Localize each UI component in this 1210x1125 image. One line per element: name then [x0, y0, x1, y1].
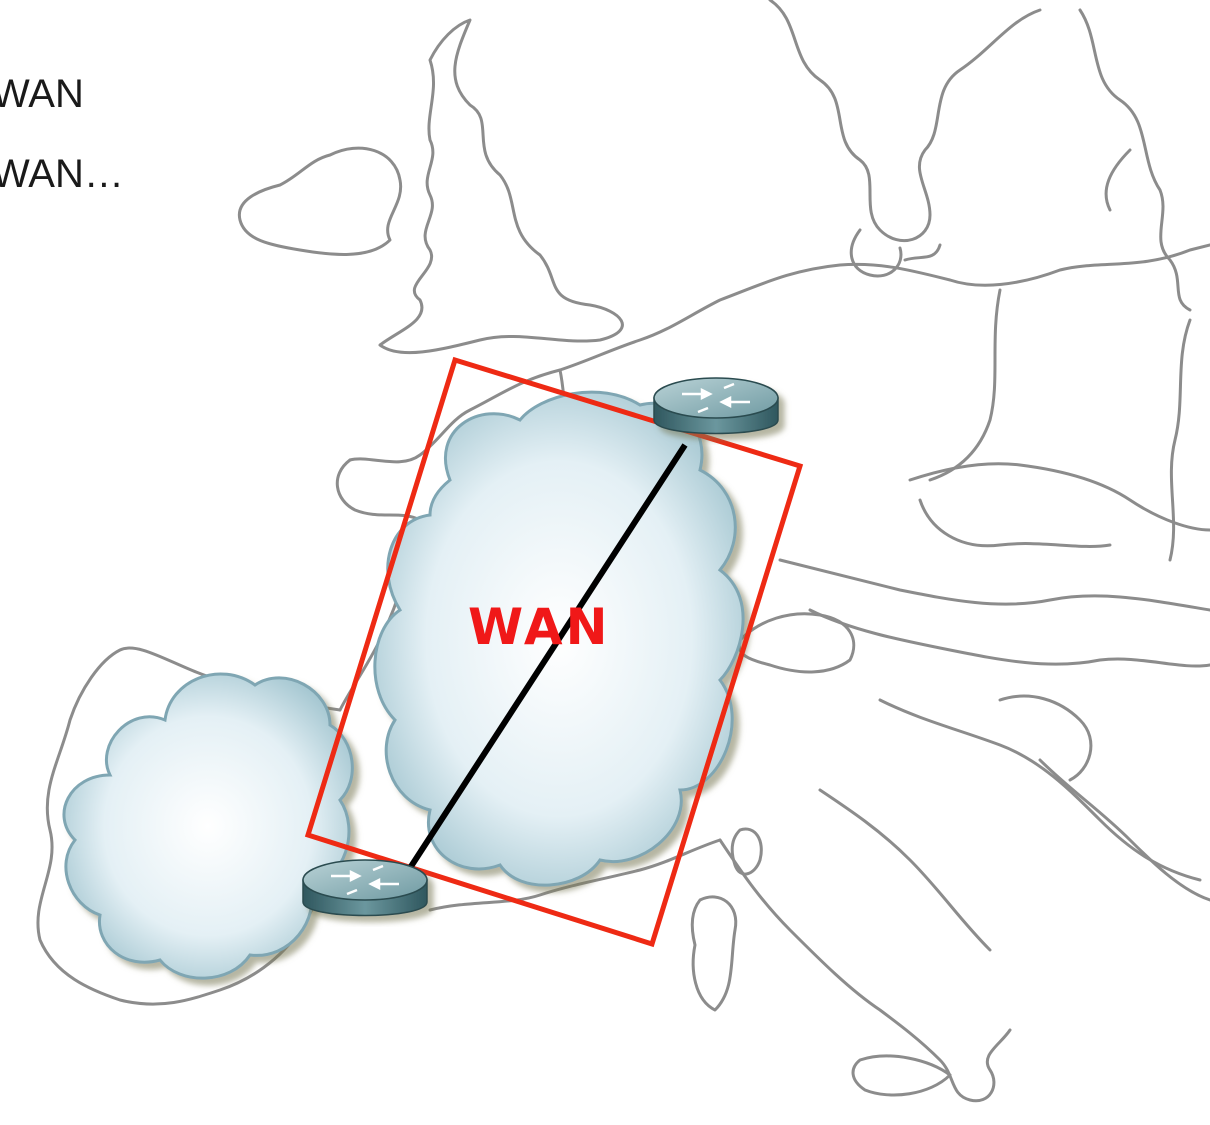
wan-link — [407, 443, 688, 870]
text-line-2: WAN… — [0, 152, 124, 196]
europe-map — [36, 0, 1210, 1103]
wan-label: WAN — [468, 598, 611, 656]
router-icon — [653, 377, 779, 435]
text-line-1: WAN — [0, 72, 84, 116]
router-icon — [302, 859, 428, 917]
